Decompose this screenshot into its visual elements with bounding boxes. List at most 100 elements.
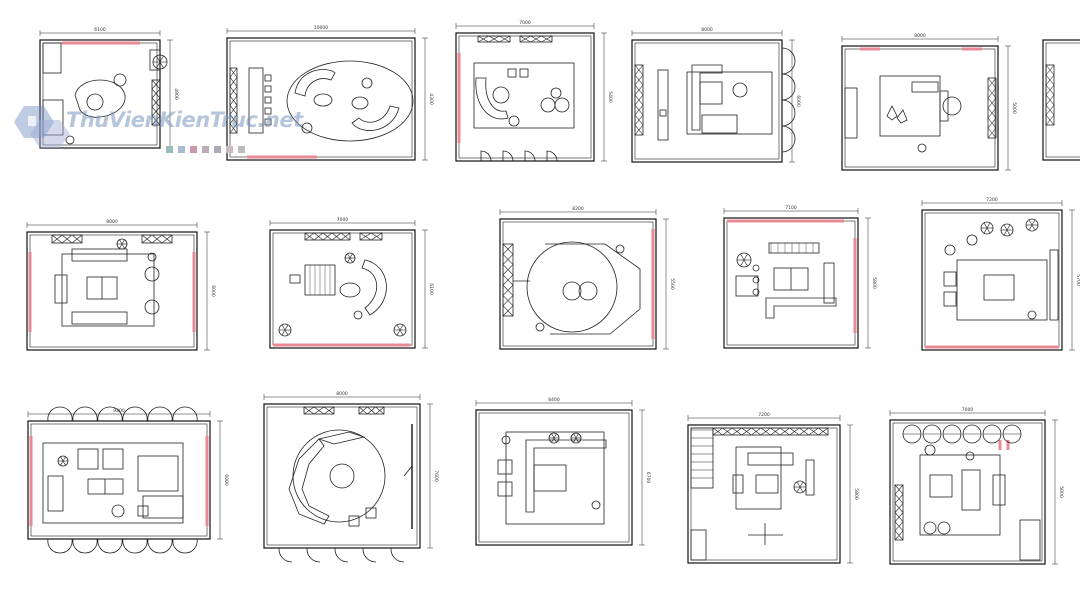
plan-line (60, 460, 64, 466)
coffee-table (339, 282, 361, 298)
sofa (142, 495, 184, 519)
plan-line (551, 433, 555, 439)
side-table (554, 97, 570, 113)
window-strip (151, 79, 161, 126)
chair (289, 274, 301, 284)
floor-lamp (917, 143, 927, 153)
window-strip (502, 243, 514, 317)
rug (919, 454, 1001, 536)
plan-line (799, 481, 804, 488)
sofa-curved (351, 105, 400, 131)
door-swing (306, 547, 321, 563)
plan-line (986, 222, 991, 229)
plan-line (894, 503, 904, 513)
sofa (747, 452, 794, 466)
bar-stool (264, 85, 272, 93)
plan-line (375, 406, 385, 415)
plan-line (229, 114, 238, 124)
stool (752, 276, 760, 284)
door-swing (781, 125, 796, 153)
coffee-table (533, 464, 567, 492)
plan-line (141, 234, 153, 244)
chair (365, 507, 377, 519)
plan-line (229, 104, 238, 115)
plan-line (796, 486, 801, 493)
rug (686, 71, 773, 135)
stool (937, 521, 951, 535)
plan-line (502, 295, 514, 306)
plan-line (796, 481, 801, 488)
cabinet (42, 42, 62, 74)
coffee-table (492, 86, 510, 104)
desk (992, 474, 1006, 506)
stool (923, 521, 937, 535)
armchair (944, 244, 956, 256)
plan-line (488, 35, 500, 43)
watermark-swatches (166, 138, 250, 157)
plan-line (1045, 94, 1055, 106)
window-strip (359, 232, 383, 241)
plan-line (349, 253, 353, 259)
dimension-width-label: 7000 (337, 217, 349, 223)
dimension-height-label: 5000 (1011, 102, 1017, 114)
door-swing-bottom (122, 538, 148, 554)
side-table (939, 90, 949, 122)
floor-plan-1: 6100 4900 (39, 27, 179, 149)
plan-line (818, 427, 829, 436)
plan-line (634, 124, 644, 136)
plan-line (313, 232, 324, 241)
dimension-width-label: 6100 (94, 27, 106, 33)
plan-line (1006, 229, 1011, 236)
rug-oval (286, 60, 414, 142)
room-inner-wall (1045, 42, 1080, 158)
plan-line (743, 259, 748, 267)
room-inner-wall (266, 406, 418, 546)
dimension-height-label: 6700 (645, 472, 651, 484)
dimension-height-label: 4900 (173, 88, 179, 100)
floor-plan-8: 7000 6100 (269, 217, 434, 349)
room-inner-wall (844, 48, 996, 168)
plan-line (530, 35, 542, 43)
plan-line (156, 61, 161, 69)
rug (956, 259, 1048, 321)
dimension-height-label: 7600 (433, 470, 439, 482)
coffee-table (699, 81, 723, 105)
sofa-l (765, 297, 837, 319)
room-outer-wall (263, 403, 421, 549)
bar-stool (264, 107, 272, 115)
plan-line (229, 77, 238, 87)
coffee-table (562, 281, 582, 301)
plan-line (634, 84, 644, 96)
door-swing-bottom (172, 538, 198, 554)
plan-line (370, 232, 383, 241)
plan-line (770, 427, 781, 436)
dimension-height-label: 6100 (428, 283, 434, 295)
dimension-width-label: 7000 (962, 407, 974, 413)
plan-line (987, 117, 997, 129)
floor-lamp (965, 451, 975, 461)
plan-line (151, 88, 161, 99)
plan-line (751, 427, 762, 436)
dimension-width-label: 10000 (314, 25, 328, 31)
chair (497, 481, 513, 497)
dimension-height-label: 5000 (1058, 486, 1064, 498)
chair (77, 448, 99, 470)
plan-line (347, 257, 351, 263)
plan-line (799, 486, 804, 493)
plan-line (358, 406, 368, 415)
plan-line (894, 530, 904, 541)
dimension-width-label: 8000 (701, 27, 713, 33)
door-swing (390, 547, 405, 563)
tv-console (805, 459, 815, 496)
plan-line (151, 97, 161, 108)
plan-line (1028, 224, 1033, 231)
room-outer-wall (26, 231, 198, 351)
plan-line (60, 456, 64, 462)
plan-line (322, 232, 333, 241)
